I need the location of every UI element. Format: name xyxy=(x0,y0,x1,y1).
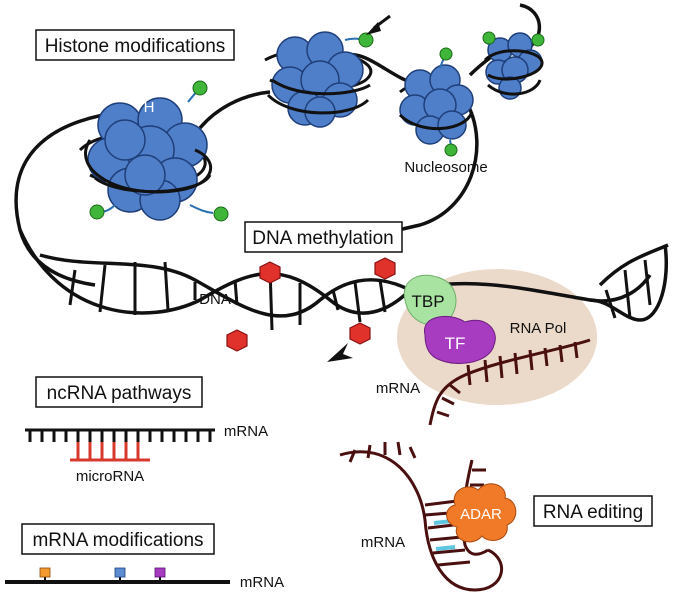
dna-methylation-title: DNA methylation xyxy=(252,228,394,249)
mods-mrna-label: mRNA xyxy=(240,574,284,591)
rna-editing-hairpin xyxy=(339,441,504,592)
nucleosome-medium xyxy=(264,14,391,128)
microrna-label: microRNA xyxy=(76,468,144,485)
tf-protein: TF xyxy=(424,315,496,364)
rna-editing-title: RNA editing xyxy=(543,502,643,523)
histone-modifications-box: Histone modifications xyxy=(35,29,235,61)
arrowhead-pointer xyxy=(327,343,353,362)
nucleosome-label: Nucleosome xyxy=(404,159,487,176)
mod-marker-orange xyxy=(39,567,51,578)
methyl-mark xyxy=(349,322,371,345)
nucleosome-small: Nucleosome xyxy=(398,47,488,176)
transcript-mrna-label: mRNA xyxy=(376,380,420,397)
histone-modifications-title: Histone modifications xyxy=(45,36,226,57)
rna-editing-box: RNA editing xyxy=(533,495,653,527)
rna-pol-label: RNA Pol xyxy=(510,320,567,337)
ncrna-pathways-title: ncRNA pathways xyxy=(47,383,192,404)
ncrna-mrna-label: mRNA xyxy=(224,423,268,440)
tbp-protein: TBP xyxy=(403,274,457,326)
methyl-mark xyxy=(226,329,248,352)
nascent-mrna xyxy=(428,338,591,426)
adar-label: ADAR xyxy=(460,506,502,523)
dna-double-helix xyxy=(18,229,669,322)
dna-methylation-box: DNA methylation xyxy=(244,221,403,253)
microrna-strand xyxy=(70,442,150,462)
mrna-modifications-strand xyxy=(5,567,230,584)
tf-label: TF xyxy=(445,334,466,353)
ncrna-mrna-strand xyxy=(25,428,215,452)
tbp-label: TBP xyxy=(411,292,444,311)
methylation-marks xyxy=(226,257,396,352)
adar-protein: ADAR xyxy=(446,483,517,543)
nucleosome-tiny xyxy=(482,31,545,100)
methyl-mark xyxy=(374,257,396,280)
mod-marker-blue xyxy=(114,567,126,578)
nucleosome-large: H xyxy=(78,80,229,222)
mrna-modifications-title: mRNA modifications xyxy=(32,530,203,551)
dna-label: DNA xyxy=(199,291,231,308)
ncrna-pathways-box: ncRNA pathways xyxy=(35,376,203,408)
histone-label: H xyxy=(144,99,155,116)
methyl-mark xyxy=(259,261,281,284)
editing-mrna-label: mRNA xyxy=(361,534,405,551)
dna-base-pairs xyxy=(68,259,652,331)
mrna-modifications-box: mRNA modifications xyxy=(21,523,215,555)
mod-marker-purple xyxy=(154,567,166,578)
